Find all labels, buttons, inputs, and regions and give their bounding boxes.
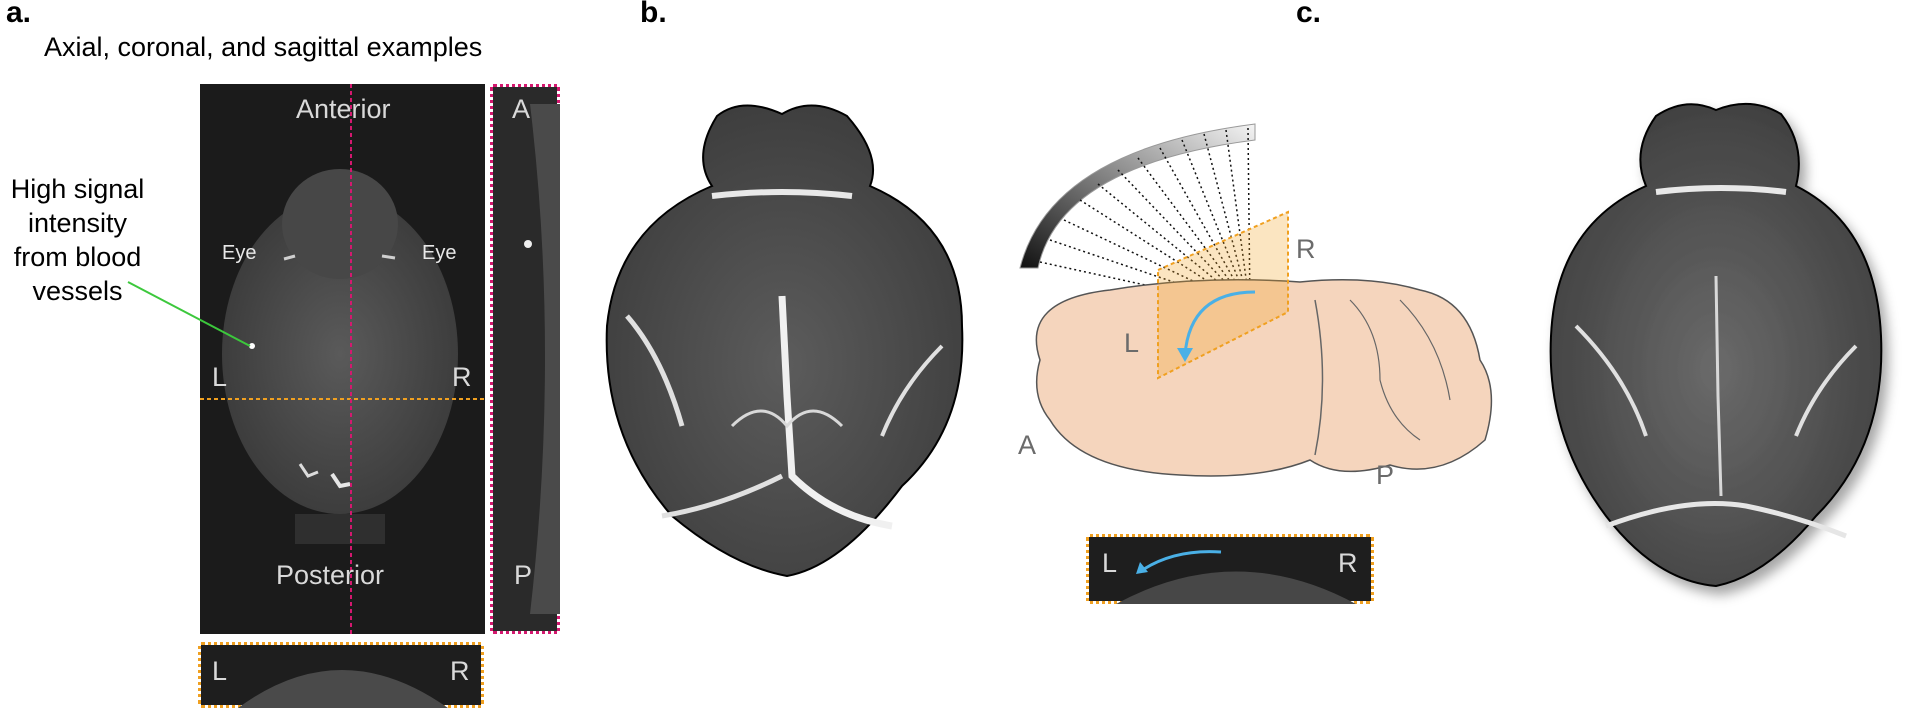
panel-b-letter: b. xyxy=(640,0,667,29)
axial-right-label: R xyxy=(452,362,472,392)
axial-olfactory-region xyxy=(282,169,398,279)
sagittal-top-label: A xyxy=(512,94,531,124)
rotated-slice-left-label: L xyxy=(1102,548,1118,578)
axial-brain-region xyxy=(222,194,458,514)
callout-line-3: from blood xyxy=(13,242,142,272)
panel-b-vessel-3 xyxy=(625,314,685,427)
panel-c-vessel-5 xyxy=(1714,275,1723,497)
slice-rotation-arrow xyxy=(1143,550,1222,571)
brain-fold-1 xyxy=(1314,299,1324,456)
axial-eye-right-label: Eye xyxy=(422,242,457,264)
vessel-callout-text: High signal intensity from blood vessels xyxy=(0,172,155,308)
sagittal-vessel-dot xyxy=(524,240,532,248)
axial-vessel-4 xyxy=(381,254,396,260)
panel-c-corrected-brain xyxy=(1549,102,1883,588)
panel-c-vessel-1 xyxy=(1655,185,1787,195)
sagittal-scan-graphic xyxy=(524,104,560,614)
coronal-scan-image: L R xyxy=(198,642,484,708)
sagittal-bottom-label: P xyxy=(514,560,533,590)
coronal-right-label: R xyxy=(450,656,470,686)
rotated-slice-image: L R xyxy=(1086,534,1374,604)
axial-left-label: L xyxy=(212,362,228,392)
brain-fold-3 xyxy=(1399,299,1451,401)
rotated-slice-graphic xyxy=(1116,550,1356,604)
panel-b-vessel-4 xyxy=(880,344,944,437)
brain-right-label: R xyxy=(1296,234,1316,264)
rotation-arrow xyxy=(1183,290,1256,356)
panel-c-vessel-3 xyxy=(1794,344,1858,437)
panel-b-vessel-5 xyxy=(661,473,784,519)
brain-left-label: L xyxy=(1124,328,1140,358)
panel-b-vessel-2 xyxy=(778,295,893,530)
axial-eye-left-label: Eye xyxy=(222,242,257,264)
fan-gradient-arc xyxy=(1019,123,1256,269)
coronal-left-label: L xyxy=(212,656,228,686)
axial-anterior-label: Anterior xyxy=(296,94,391,124)
panel-c-vessel-4 xyxy=(1605,501,1847,539)
axial-scan-graphic xyxy=(200,84,485,634)
axial-vessel-2 xyxy=(330,472,351,489)
panel-a-title: Axial, coronal, and sagittal examples xyxy=(44,32,483,62)
panel-c-letter: c. xyxy=(1296,0,1322,29)
slice-plane xyxy=(1157,210,1289,380)
axial-brainstem-region xyxy=(295,514,385,544)
sagittal-brain-region xyxy=(530,104,560,614)
coronal-brain-region xyxy=(238,670,448,708)
coronal-scan-graphic xyxy=(238,670,448,708)
panel-b-vessel-6 xyxy=(730,409,844,429)
callout-line-1: High signal xyxy=(10,174,145,204)
axial-vessel-1 xyxy=(298,463,319,478)
brain-illustration xyxy=(1035,279,1493,477)
panel-b-brain-projection xyxy=(605,104,964,578)
axial-vessel-3 xyxy=(283,254,296,261)
panel-a-letter: a. xyxy=(6,0,32,29)
rotation-arrowhead xyxy=(1177,348,1193,362)
sagittal-scan-image: A P xyxy=(490,84,560,634)
slice-rotation-arrowhead xyxy=(1136,562,1148,574)
panel-b-vessel-1 xyxy=(711,189,853,199)
brain-fold-2 xyxy=(1349,299,1421,441)
axial-posterior-label: Posterior xyxy=(276,560,385,590)
rotated-slice-brain xyxy=(1116,571,1356,604)
callout-line-4: vessels xyxy=(32,276,123,306)
rotated-slice-right-label: R xyxy=(1338,548,1358,578)
brain-anterior-label: A xyxy=(1018,430,1037,460)
callout-line-2: intensity xyxy=(27,208,128,238)
axial-scan-image: Anterior Posterior L R Eye Eye xyxy=(200,84,485,634)
axial-vessel-dot xyxy=(249,343,255,349)
panel-c-vessel-2 xyxy=(1574,324,1648,437)
brain-posterior-label: P xyxy=(1376,460,1395,490)
